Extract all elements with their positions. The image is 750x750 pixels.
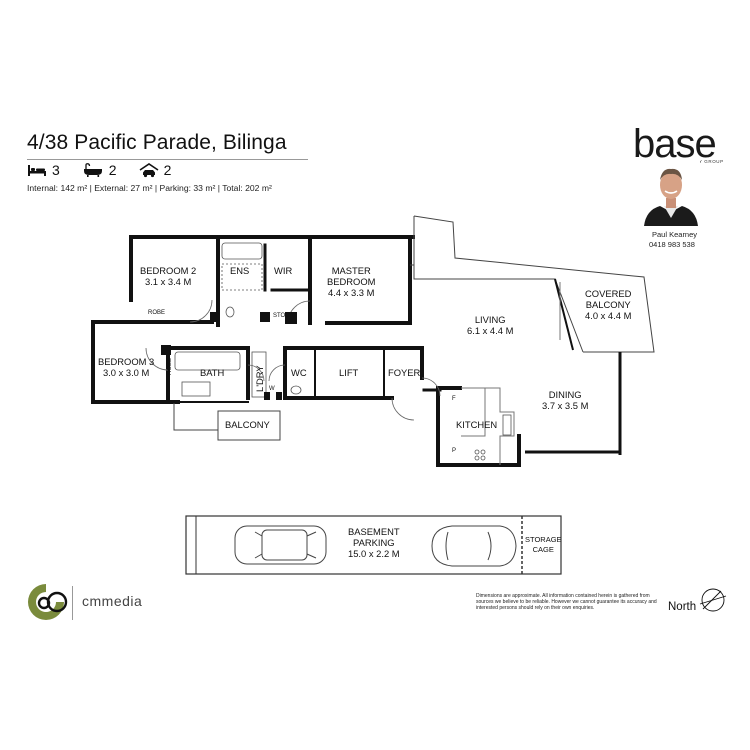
car-outline-1 (234, 525, 327, 565)
room-size: 4.4 x 3.3 M (328, 287, 375, 298)
agent-name: Paul Kearney (652, 230, 698, 239)
room-robe-1: ROBE (148, 310, 166, 316)
car-icon (139, 162, 159, 177)
room-size: 3.1 x 3.4 M (144, 276, 192, 287)
property-stats: 3 2 2 (27, 162, 193, 178)
baths-stat: 2 (82, 162, 117, 178)
beds-count: 3 (52, 162, 60, 178)
room-name: DINING (548, 389, 582, 400)
room-dining: DINING 3.7 x 3.5 M (542, 389, 588, 411)
room-size: 3.7 x 3.5 M (542, 400, 589, 411)
room-size: 3.0 x 3.0 M (102, 367, 150, 378)
room-size: 4.0 x 4.4 M (585, 310, 632, 321)
structural-blocks (161, 312, 297, 400)
room-foyer: FOYER (388, 367, 421, 378)
room-robe-2: ROBE (167, 357, 173, 375)
room-wc: WC (291, 367, 307, 378)
kitchen-pantry: P (452, 448, 457, 454)
cm-media-logo (28, 584, 73, 620)
room-name: LIVING (474, 314, 506, 325)
room-name: BEDROOM 3 (98, 356, 155, 367)
wall-group-kitchen (422, 386, 521, 467)
room-bedroom-3: BEDROOM 3 3.0 x 3.0 M (98, 356, 154, 378)
agency-brand: base (633, 122, 717, 166)
room-name: BEDROOM 2 (140, 265, 197, 276)
property-address: 4/38 Pacific Parade, Bilinga (27, 131, 287, 154)
room-covered-balcony: COVERED BALCONY 4.0 x 4.4 M (585, 288, 631, 321)
car-outline-2 (431, 525, 517, 567)
cm-media-wordmark: cmmedia (82, 593, 143, 609)
room-name: MASTER (331, 265, 371, 276)
room-name-line2: BEDROOM (327, 276, 376, 287)
bath-icon (83, 163, 102, 177)
cars-stat: 2 (139, 162, 172, 178)
room-master-bedroom: MASTER BEDROOM 4.4 x 3.3 M (327, 265, 375, 298)
room-storage-cage: STORAGE CAGE (525, 535, 562, 555)
basement-parking-outline (185, 515, 562, 575)
north-label: North (668, 601, 697, 613)
wall-group-upper (129, 235, 415, 327)
room-living: LIVING 6.1 x 4.4 M (467, 314, 513, 336)
room-sto: STO (273, 313, 286, 319)
room-kitchen: KITCHEN (456, 419, 498, 430)
room-name: STORAGE (525, 535, 562, 544)
beds-stat: 3 (27, 162, 60, 178)
room-ens: ENS (230, 265, 250, 276)
room-size: 6.1 x 4.4 M (467, 325, 514, 336)
area-summary: Internal: 142 m² | External: 27 m² | Par… (27, 183, 272, 193)
agent-phone: 0418 983 538 (649, 240, 695, 249)
room-name-line2: PARKING (353, 537, 395, 548)
room-bath: BATH (200, 367, 225, 378)
room-bedroom-2: BEDROOM 2 3.1 x 3.4 M (140, 265, 196, 287)
north-arrow-icon (699, 588, 727, 612)
fixtures (174, 242, 512, 461)
wall-group-lower (91, 320, 424, 404)
room-size: 15.0 x 2.2 M (348, 548, 400, 559)
agent-photo (642, 160, 700, 226)
room-name-line2: CAGE (532, 545, 554, 554)
bed-icon (28, 164, 46, 176)
title-divider (27, 159, 308, 160)
room-name: COVERED (585, 288, 632, 299)
room-lift: LIFT (339, 367, 359, 378)
room-laundry: L'DRY (254, 365, 265, 392)
room-name-line2: BALCONY (585, 299, 631, 310)
kitchen-fridge: F (452, 396, 456, 402)
disclaimer-text: Dimensions are approximate. All informat… (476, 593, 657, 611)
room-basement-parking: BASEMENT PARKING 15.0 x 2.2 M (348, 526, 400, 559)
baths-count: 2 (108, 162, 117, 178)
room-name: BASEMENT (348, 526, 400, 537)
outline-thin (173, 215, 655, 465)
room-wir: WIR (274, 265, 293, 276)
room-balcony: BALCONY (225, 419, 270, 430)
cars-count: 2 (163, 162, 172, 178)
room-washer: W (269, 386, 275, 392)
